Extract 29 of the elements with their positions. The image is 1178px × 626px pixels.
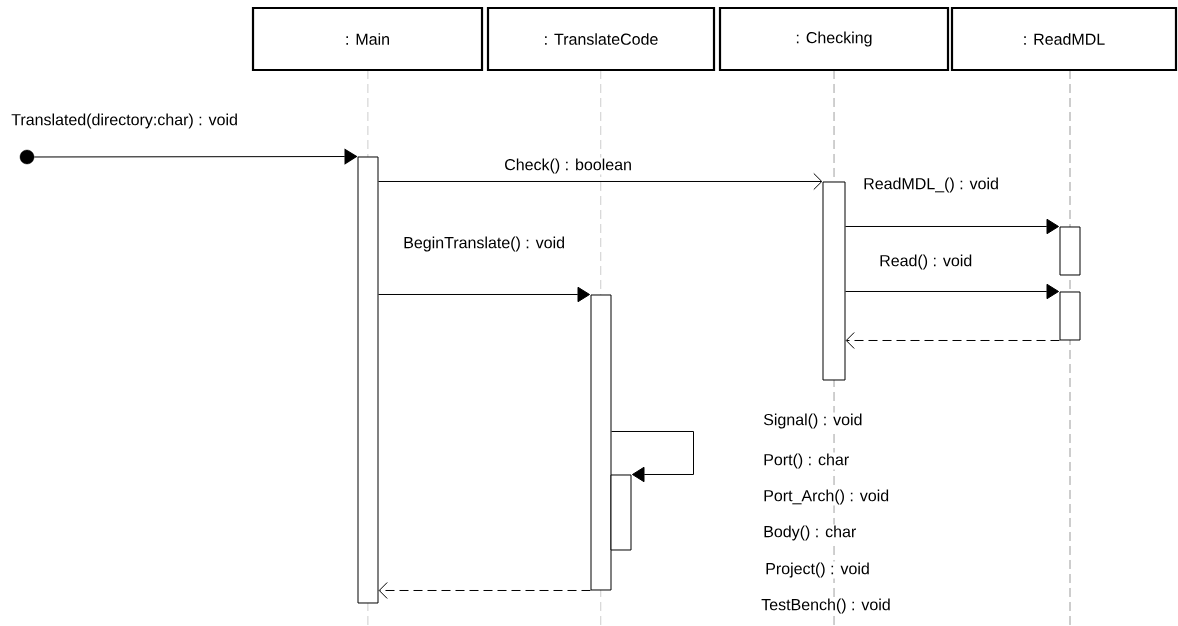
operation-label: Signal() : void (762, 412, 864, 430)
start-dot (19, 149, 35, 165)
lifeline-head: : Checking (718, 6, 950, 72)
message-label: ReadMDL_() : void (862, 176, 1000, 194)
lifeline-head: : TranslateCode (486, 6, 716, 72)
operation-label: Project() : void (764, 561, 871, 579)
message-arrow (611, 431, 694, 483)
message-arrow (845, 218, 1060, 235)
activation-bar (1059, 291, 1081, 341)
activation-bar (822, 181, 846, 381)
activation-bar (610, 474, 632, 551)
message-arrow (33, 148, 358, 165)
operation-label: Port() : char (762, 452, 851, 470)
message-arrow (845, 283, 1060, 300)
activation-bar (1059, 226, 1081, 276)
message-arrow (378, 286, 591, 303)
message-label: Translated(directory:char) : void (10, 112, 239, 130)
lifeline-head: : Main (251, 6, 484, 72)
message-label: Check() : boolean (503, 157, 633, 175)
activation-bar (357, 156, 379, 604)
message-label: Read() : void (878, 253, 974, 271)
lifeline-head: : ReadMDL (950, 6, 1178, 72)
message-label: BeginTranslate() : void (402, 235, 567, 253)
operation-label: TestBench() : void (760, 597, 892, 615)
return-arrow (845, 332, 1060, 349)
return-arrow (378, 582, 591, 599)
message-arrow (378, 173, 823, 190)
operation-label: Body() : char (762, 524, 858, 542)
operation-label: Port_Arch() : void (762, 488, 891, 506)
